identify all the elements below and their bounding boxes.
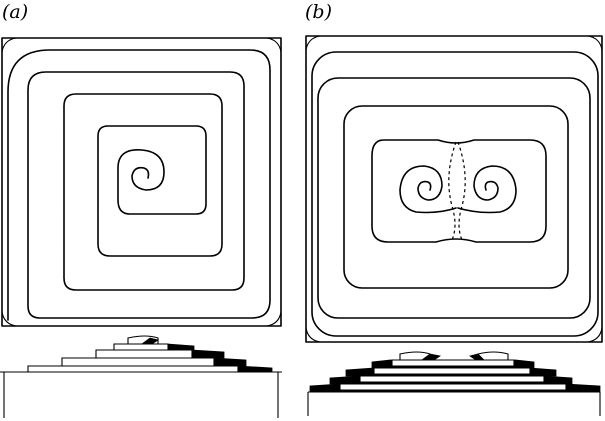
panel-a-spiral <box>7 49 271 321</box>
panel-b-layer <box>339 383 567 391</box>
panel-b-side-view <box>307 351 601 416</box>
panel-b-layer <box>391 359 515 367</box>
panel-b-corner-arc <box>587 35 603 51</box>
panel-a-layer <box>61 357 215 367</box>
panel-b-inner-contour <box>371 139 547 243</box>
panel-a-corner-arc <box>266 311 282 327</box>
panel-a-layer-dark <box>167 343 195 351</box>
panel-b-contour-2 <box>317 77 591 319</box>
panel-a-side-view <box>0 335 282 418</box>
panel-a-layer <box>95 349 193 359</box>
panel-b-layer <box>373 367 531 375</box>
panel-b-layer-dark <box>469 353 485 361</box>
panel-a-layer <box>113 343 169 351</box>
panel-b-separatrix <box>457 141 466 241</box>
panel-a-frame <box>1 37 282 327</box>
panel-b-corner-arc <box>305 327 321 343</box>
panel-a-layer-dark <box>237 365 273 373</box>
panel-b-label: (b) <box>305 1 332 23</box>
panel-b-right-spiral <box>457 165 517 214</box>
panel-b-separatrix <box>448 141 457 241</box>
panel-a-label: (a) <box>2 1 29 23</box>
panel-b-contour-3 <box>343 105 569 289</box>
panel-a-corner-arc <box>1 311 17 327</box>
panel-b-layer-dark <box>420 353 442 361</box>
panel-a-layer <box>27 365 239 373</box>
panel-b-top-view <box>305 35 603 343</box>
panel-b-left-spiral <box>399 165 457 214</box>
panel-b-frame <box>305 35 603 343</box>
panel-a-corner-arc <box>266 37 282 53</box>
panel-b-corner-arc <box>305 35 321 51</box>
panel-a-layer-dark <box>213 357 247 367</box>
panel-a-top-view <box>1 37 282 327</box>
panel-a-corner-arc <box>1 37 17 53</box>
panel-a-layer-dark <box>140 337 159 345</box>
panel-b-layer-top <box>477 351 509 361</box>
panel-b-layer <box>359 375 545 383</box>
panel-b-corner-arc <box>587 327 603 343</box>
panel-b-contour-1 <box>311 51 599 337</box>
panel-a-layer-dark <box>191 349 225 359</box>
